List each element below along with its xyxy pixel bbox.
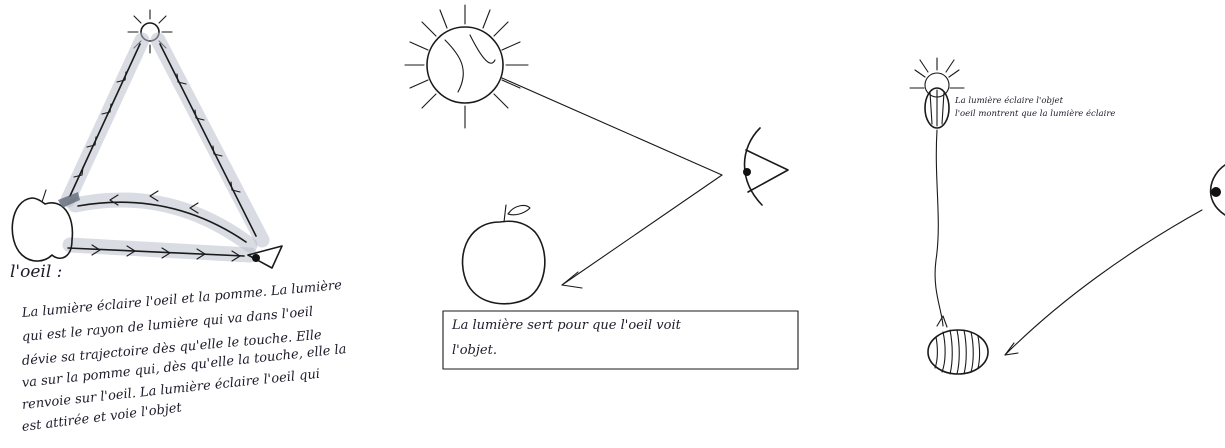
drawing-2-text-line-1: La lumière sert pour que l'oeil voit: [452, 318, 681, 333]
apple-icon: [12, 190, 80, 261]
drawing-2: La lumière sert pour que l'oeil voit l'o…: [400, 0, 820, 448]
drawing-3-text-line-2: l'oeil montrent que la lumière éclaire: [955, 109, 1115, 119]
drawing-1: l'oeil : La lumière éclaire l'oeil et la…: [0, 0, 345, 448]
light-ray-lines: [502, 78, 722, 288]
drawing-3-sketch: [880, 0, 1225, 448]
drawing-3: La lumière éclaire l'objet l'oeil montre…: [880, 0, 1225, 448]
light-ray-lines: [935, 130, 1202, 355]
light-ray-bands: [68, 40, 262, 255]
eye-icon: [743, 128, 788, 205]
drawing-2-sketch: [400, 0, 820, 448]
striped-object-icon: [928, 330, 988, 374]
sun-icon: [405, 5, 528, 128]
eye-icon: [1211, 165, 1225, 215]
drawing-1-label: l'oeil :: [10, 262, 62, 282]
drawing-3-text-line-1: La lumière éclaire l'objet: [955, 96, 1063, 106]
drawing-2-text-line-2: l'objet.: [452, 343, 497, 358]
apple-icon: [463, 205, 545, 304]
